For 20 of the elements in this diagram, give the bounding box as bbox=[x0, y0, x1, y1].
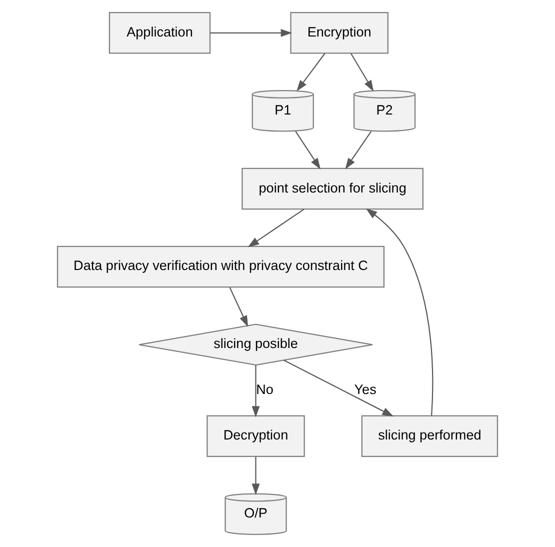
arrow bbox=[350, 53, 374, 92]
arrow bbox=[210, 28, 292, 37]
arrow bbox=[366, 208, 434, 416]
arrow bbox=[345, 131, 372, 170]
arrow bbox=[252, 365, 260, 418]
node-box: Encryption bbox=[290, 12, 388, 54]
node-box: Application bbox=[108, 12, 211, 54]
arrow bbox=[248, 208, 304, 248]
node-box: Decryption bbox=[206, 415, 305, 458]
node-box: point selection for slicing bbox=[242, 168, 424, 210]
edge-label: No bbox=[256, 382, 274, 397]
edge-label: Yes bbox=[354, 382, 376, 397]
node-box: Data privacy verification with privacy constraint C bbox=[56, 246, 385, 288]
arrow bbox=[296, 53, 326, 92]
arrow bbox=[252, 456, 260, 495]
node-diamond: slicing posible bbox=[138, 324, 374, 366]
arrow bbox=[229, 287, 248, 327]
node-box: slicing performed bbox=[361, 415, 498, 458]
arrow bbox=[283, 360, 394, 417]
arrow bbox=[295, 131, 321, 170]
